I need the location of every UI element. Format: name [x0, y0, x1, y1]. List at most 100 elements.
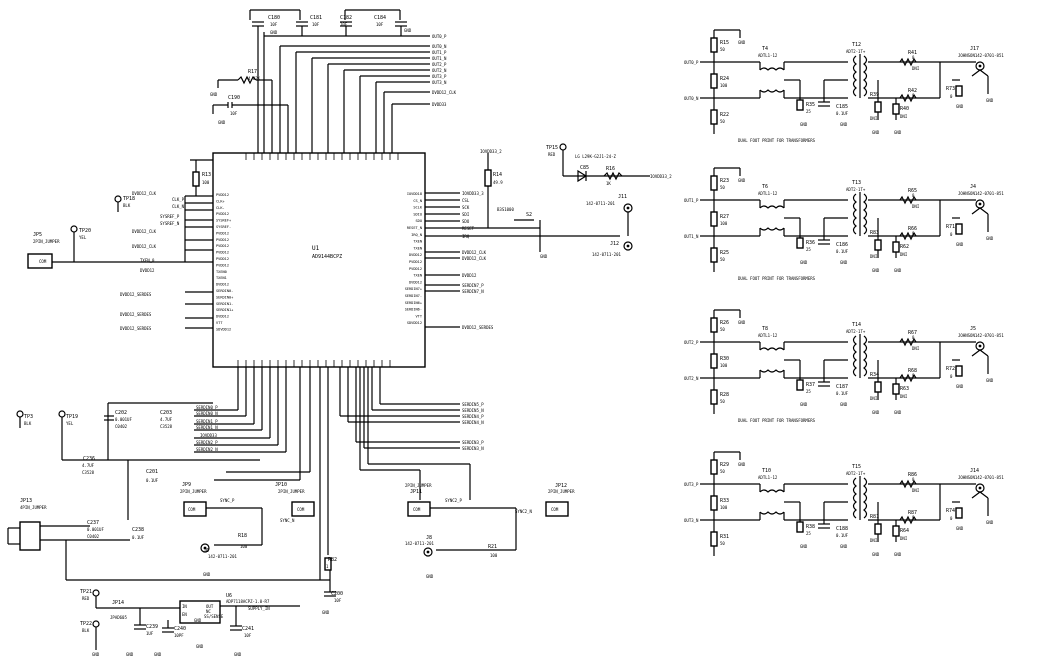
channel-rs2-ref: R66 [908, 226, 917, 232]
channel-r-load-ref: R64 [900, 528, 909, 534]
tp3-ref: TP3 [24, 414, 33, 420]
u1-right-pin: DVDD12 [409, 280, 422, 284]
u1-right-pin: IOVDD18 [407, 192, 422, 196]
channel-r-out-ref: R71 [946, 224, 955, 230]
s2-ref: S2 [526, 212, 532, 218]
net-right-sck: SCK [462, 205, 470, 210]
net-bot-serdin4n: SERDIN4_N [462, 420, 484, 425]
u1-right-pin: RESET_N [407, 226, 422, 230]
sync-jumpers-left: JP9 2PIN_JUMPER COM JP10 2PIN_JUMPER COM… [180, 482, 343, 615]
r18-val: 100 [240, 544, 248, 549]
jp10-ref: JP10 [275, 482, 287, 488]
gnd-ldo-2: GND [126, 652, 134, 657]
channel-r-shunt-dni: DNI [870, 254, 878, 259]
u1-left-pin: VTT [216, 321, 223, 325]
jp10-val: 2PIN_JUMPER [278, 489, 305, 494]
channel-net-p: OUT0_P [684, 60, 699, 65]
channel-rs1-ref: R65 [908, 188, 917, 194]
channel-r-bot-val: 50 [720, 119, 725, 124]
u1-right-pin: SERDIN7- [405, 294, 422, 298]
net-out1p: OUT1_P [432, 50, 447, 55]
r21-ref: R21 [488, 544, 497, 550]
u6-pin-gnd: GND [194, 618, 202, 623]
channel-transformer-val: ADT2-1T+ [846, 329, 866, 334]
u6-pin-out: OUT [206, 604, 214, 609]
u1-left-pin: PVDD12 [216, 212, 229, 216]
net-right-dvdd12serdes: DVDD12_SERDES [462, 325, 494, 330]
c200-val: 10F [334, 598, 342, 603]
u1-left-pin: CLK- [216, 206, 225, 210]
channel-net-n: OUT3_N [684, 518, 699, 523]
gnd-top-2: GND [404, 28, 412, 33]
channel-r-load-dni: DNI [900, 252, 908, 257]
c200-ref: C200 [331, 591, 343, 597]
c201-ref: C201 [146, 469, 158, 475]
u1-right-nets: IOVDD33_3 CSL SCK SDI SDO RESET IRQ DVDD… [425, 191, 620, 330]
channel-r-gnd-val: 25 [806, 389, 811, 394]
u1-right-pin: TXEN [413, 274, 422, 278]
channel-net-n: OUT0_N [684, 96, 699, 101]
channel-r-gnd-val: 25 [806, 531, 811, 536]
c201-val: 0.1UF [146, 478, 159, 483]
c239-val: 1UF [146, 631, 154, 636]
top-decoupling-caps: C180 10F C181 10F C182 10F C184 10F GND … [249, 9, 412, 153]
channel-rs1-val: 0 [912, 55, 915, 60]
channel-cap-ref: C186 [836, 242, 848, 248]
channel-r-out-val: 0 [950, 232, 953, 237]
u6-pin-in: IN [182, 604, 187, 609]
tp18-val: BLK [123, 203, 131, 208]
jp5-ref: JP5 [33, 232, 42, 238]
sync-p-label: SYNC_P [220, 498, 235, 503]
channel-balun-ref: T6 [762, 184, 768, 190]
c181-val: 10F [312, 22, 320, 27]
channel-connector-val: JOHNSON142-0701-851 [958, 475, 1004, 480]
c203-pkg: C3528 [160, 424, 173, 429]
u1-right-pin: CS_N [413, 199, 422, 203]
channel-cap-val: 0.1UF [836, 111, 849, 116]
net-left-txen0: TXEN_0 [140, 258, 155, 263]
c237-val: 0.001UF [87, 527, 104, 532]
channel-gnd-3: GND [840, 402, 848, 407]
r16-val: 1K [606, 181, 611, 186]
channel-rs2-val: 0 [912, 373, 915, 378]
channel-r-gnd-ref: R38 [806, 524, 815, 530]
net-right-serdin7n: SERDIN7_N [462, 289, 484, 294]
channel-net-p: OUT3_P [684, 482, 699, 487]
net-left-serdes2: DVDD12_SERDES [120, 312, 152, 317]
gnd-ldo-1: GND [92, 652, 100, 657]
u1-left-pin: SERDIN1+ [216, 308, 234, 312]
c180-val: 10F [270, 22, 278, 27]
net-bot-serdin3p: SERDIN3_P [462, 440, 484, 445]
channel-r-bot-ref: R28 [720, 392, 729, 398]
channel-r-out-ref: R72 [946, 366, 955, 372]
channel-cap-ref: C188 [836, 526, 848, 532]
channel-gnd-5: GND [894, 410, 902, 415]
channel-rs1-dni: DNI [912, 488, 920, 493]
tp21-val: RED [82, 596, 90, 601]
channel-balun-val: ADTL1-12 [758, 53, 778, 58]
channel-cap-val: 0.1UF [836, 391, 849, 396]
c239-ref: C239 [146, 624, 158, 630]
u1-left-pin: DVDD12 [216, 315, 229, 319]
net-right-serdin7p: SERDIN7_P [462, 283, 484, 288]
channel-balun-ref: T4 [762, 46, 768, 52]
channel-gnd-3: GND [840, 122, 848, 127]
net-right-irq: IRQ [462, 234, 470, 239]
j6-ref: J6 [203, 548, 209, 554]
supply-out-label: SUPPLY_IN [248, 606, 270, 611]
jp14-ref: JP14 [112, 600, 124, 606]
channel-r-out-ref: R74 [946, 508, 955, 514]
tp20-val: YEL [79, 235, 87, 240]
net-left-clkn: CLK_N [172, 204, 185, 209]
channel-r-load-dni: DNI [900, 394, 908, 399]
u6-pin-nc: NC [206, 609, 211, 614]
c241-ref: C241 [242, 626, 254, 632]
channel-r-bot-ref: R22 [720, 112, 729, 118]
channel-gnd-2: GND [800, 260, 808, 265]
ldo-u6-area: TP21 RED JP14 JPAD605 TP22 BLK U6 ADP711… [80, 589, 300, 657]
jp13-ref: JP13 [20, 498, 32, 504]
c190-val: 10F [230, 111, 238, 116]
u1-top-pin-group [245, 153, 399, 160]
u1-left-pin: PVDD12 [216, 251, 229, 255]
c236-pkg: C3528 [82, 470, 95, 475]
